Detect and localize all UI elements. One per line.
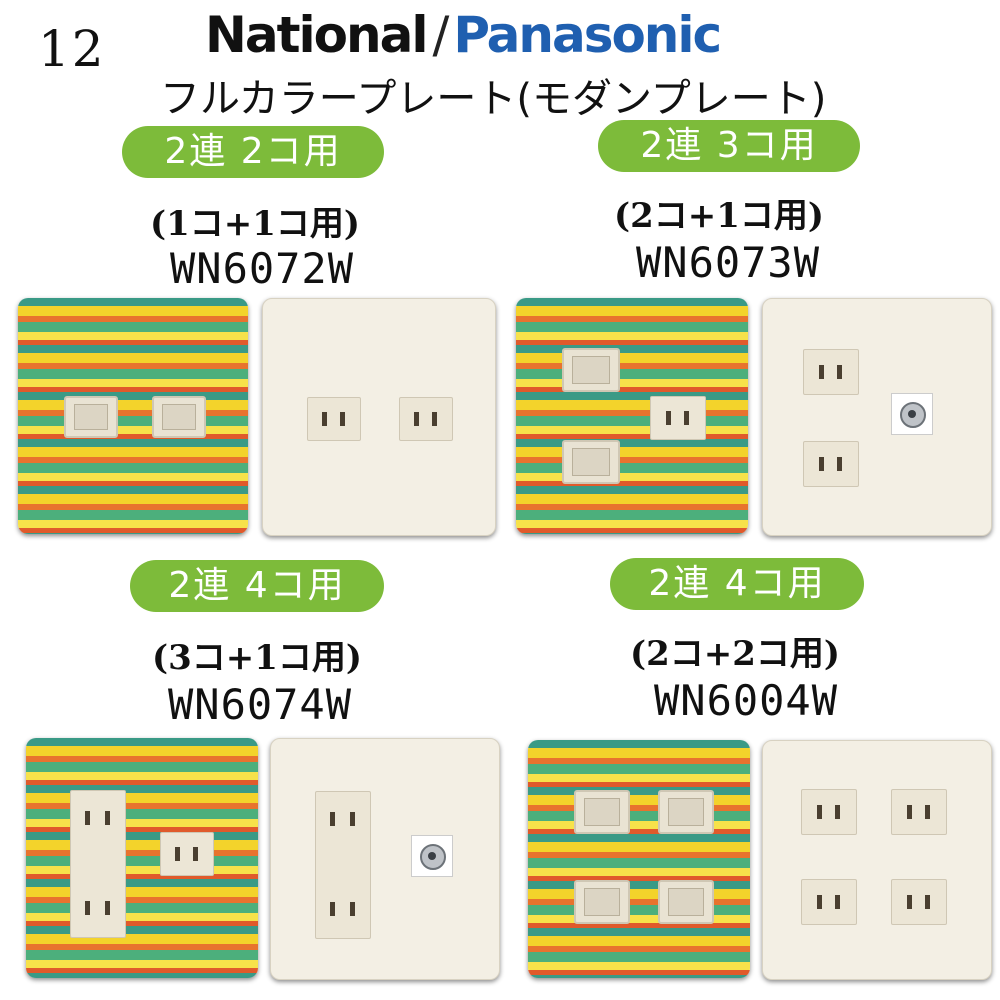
brand-national: National	[205, 6, 428, 64]
coax-terminal-icon	[891, 393, 933, 435]
switch	[658, 880, 714, 924]
product-2-model: WN6073W	[636, 238, 821, 287]
switch	[574, 790, 630, 834]
product-3-model: WN6074W	[168, 680, 353, 729]
brand-logo: National/Panasonic	[205, 6, 722, 64]
product-4-model: WN6004W	[654, 676, 839, 725]
outlet	[891, 789, 947, 835]
switch	[658, 790, 714, 834]
product-1-model: WN6072W	[170, 244, 355, 293]
outlet	[801, 789, 857, 835]
product-1-config: (1コ+1コ用)	[150, 204, 360, 244]
switch	[562, 348, 620, 392]
product-2-config: (2コ+1コ用)	[614, 196, 824, 236]
product-1-badge: 2連 2コ用	[122, 126, 384, 178]
product-2-outlet-plate	[762, 298, 992, 536]
triple-outlet	[70, 790, 126, 938]
product-3-config: (3コ+1コ用)	[152, 638, 362, 678]
brand-separator: /	[432, 6, 449, 64]
brand-panasonic: Panasonic	[453, 6, 722, 64]
outlet	[307, 397, 361, 441]
outlet	[803, 441, 859, 487]
product-2-switch-plate	[516, 298, 748, 534]
outlet	[891, 879, 947, 925]
product-4-badge: 2連 4コ用	[610, 558, 864, 610]
outlet	[160, 832, 214, 876]
triple-outlet	[315, 791, 371, 939]
product-1-switch-plate	[18, 298, 248, 534]
switch	[562, 440, 620, 484]
product-4-switch-plate	[528, 740, 750, 978]
product-3-outlet-plate	[270, 738, 500, 980]
switch	[574, 880, 630, 924]
switch	[152, 396, 206, 438]
product-4-config: (2コ+2コ用)	[630, 634, 840, 674]
product-4-outlet-plate	[762, 740, 992, 980]
switch	[64, 396, 118, 438]
page-number: 12	[38, 20, 106, 78]
coax-terminal-icon	[411, 835, 453, 877]
product-3-badge: 2連 4コ用	[130, 560, 384, 612]
product-1-outlet-plate	[262, 298, 496, 536]
outlet	[399, 397, 453, 441]
product-2-badge: 2連 3コ用	[598, 120, 860, 172]
outlet	[803, 349, 859, 395]
page-subtitle: フルカラープレート(モダンプレート)	[160, 76, 827, 122]
outlet	[650, 396, 706, 440]
product-3-switch-plate	[26, 738, 258, 978]
outlet	[801, 879, 857, 925]
